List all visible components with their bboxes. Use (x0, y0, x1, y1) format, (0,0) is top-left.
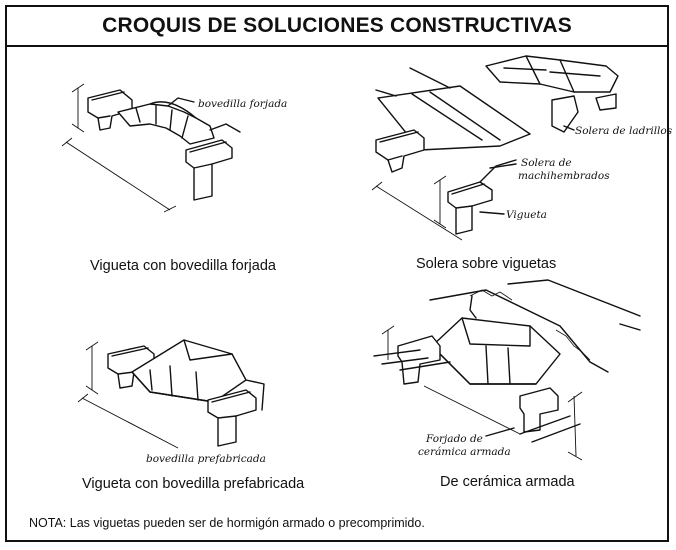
right-vigueta-edge (451, 183, 485, 209)
vault-joints (135, 105, 189, 139)
concrete-fill (469, 289, 591, 361)
slab-edge-mark (619, 323, 641, 331)
label-vigueta: Vigueta (506, 209, 547, 221)
dimension-mark (423, 385, 521, 435)
dimension-mark (77, 393, 179, 449)
back-edge (209, 123, 241, 133)
dimension-mark (71, 83, 85, 133)
right-rib (519, 387, 559, 433)
dimension-mark (61, 137, 177, 213)
dimension-mark (85, 341, 99, 395)
figure-frame: CROQUIS DE SOLUCIONES CONSTRUCTIVAS (5, 5, 669, 542)
label-forjado-de: Forjado de (425, 433, 483, 445)
brick-floor (485, 55, 619, 93)
caption-bovedilla-forjada: Vigueta con bovedilla forjada (90, 258, 276, 274)
upper-joist (551, 95, 579, 133)
right-joist-edge (211, 391, 251, 419)
prefab-block-edges (131, 339, 233, 403)
sketch-bovedilla-prefabricada: bovedilla prefabricada (77, 339, 266, 465)
label-machihembrados: machihembrados (518, 170, 610, 182)
dimension-mark (567, 391, 583, 461)
dimension-mark (381, 325, 395, 360)
left-joist (87, 89, 133, 131)
caption-ceramica-armada: De cerámica armada (440, 474, 575, 490)
left-joist (107, 345, 155, 389)
right-joist-edge (189, 141, 227, 169)
right-joist (207, 389, 257, 447)
caption-bovedilla-prefabricada: Vigueta con bovedilla prefabricada (82, 476, 305, 492)
vigueta-back (479, 159, 517, 183)
dimension-mark (371, 181, 463, 241)
brick-joints (503, 55, 601, 93)
ceramic-block-edges (431, 317, 537, 385)
rebar-right (519, 415, 581, 443)
back-edge (245, 379, 265, 411)
leader-line (489, 163, 517, 169)
prefab-cells (149, 365, 199, 401)
leader-line (563, 125, 575, 131)
dimension-mark (433, 175, 447, 229)
rebar-top (469, 295, 477, 319)
upper-joist-end (595, 93, 617, 111)
sketch-solera-viguetas: Solera de ladrillos Solera de machihembr… (371, 55, 673, 241)
leader-line (167, 97, 195, 107)
left-joist-edge (111, 347, 149, 375)
slab-far-edge (507, 279, 641, 317)
leader-line (485, 427, 515, 437)
footnote: NOTA: Las viguetas pueden ser de hormigó… (29, 516, 425, 530)
label-bovedilla-prefabricada: bovedilla prefabricada (146, 453, 266, 465)
leader-line (479, 211, 505, 215)
label-solera-de: Solera de (521, 157, 572, 169)
board-edges (375, 67, 451, 97)
label-solera-ladrillos: Solera de ladrillos (575, 125, 673, 137)
caption-solera-viguetas: Solera sobre viguetas (416, 256, 557, 272)
left-rib (397, 335, 441, 385)
sketch-ceramica-armada: Forjado de cerámica armada (373, 279, 641, 461)
slab-top-edge (429, 289, 609, 373)
right-joist (185, 139, 233, 201)
rebar-left (373, 349, 451, 371)
board-joints (411, 91, 501, 141)
forged-vault (117, 103, 215, 145)
label-bovedilla-forjada: bovedilla forjada (198, 98, 287, 110)
left-vigueta-edge (379, 131, 419, 161)
figure-title: CROQUIS DE SOLUCIONES CONSTRUCTIVAS (7, 7, 667, 47)
label-ceramica-armada: cerámica armada (418, 446, 511, 458)
ceramic-block (431, 317, 561, 385)
ceramic-cells (485, 345, 511, 385)
left-joist-edge (91, 91, 125, 119)
sketch-bovedilla-forjada: bovedilla forjada (61, 83, 287, 213)
right-vigueta (447, 181, 493, 235)
